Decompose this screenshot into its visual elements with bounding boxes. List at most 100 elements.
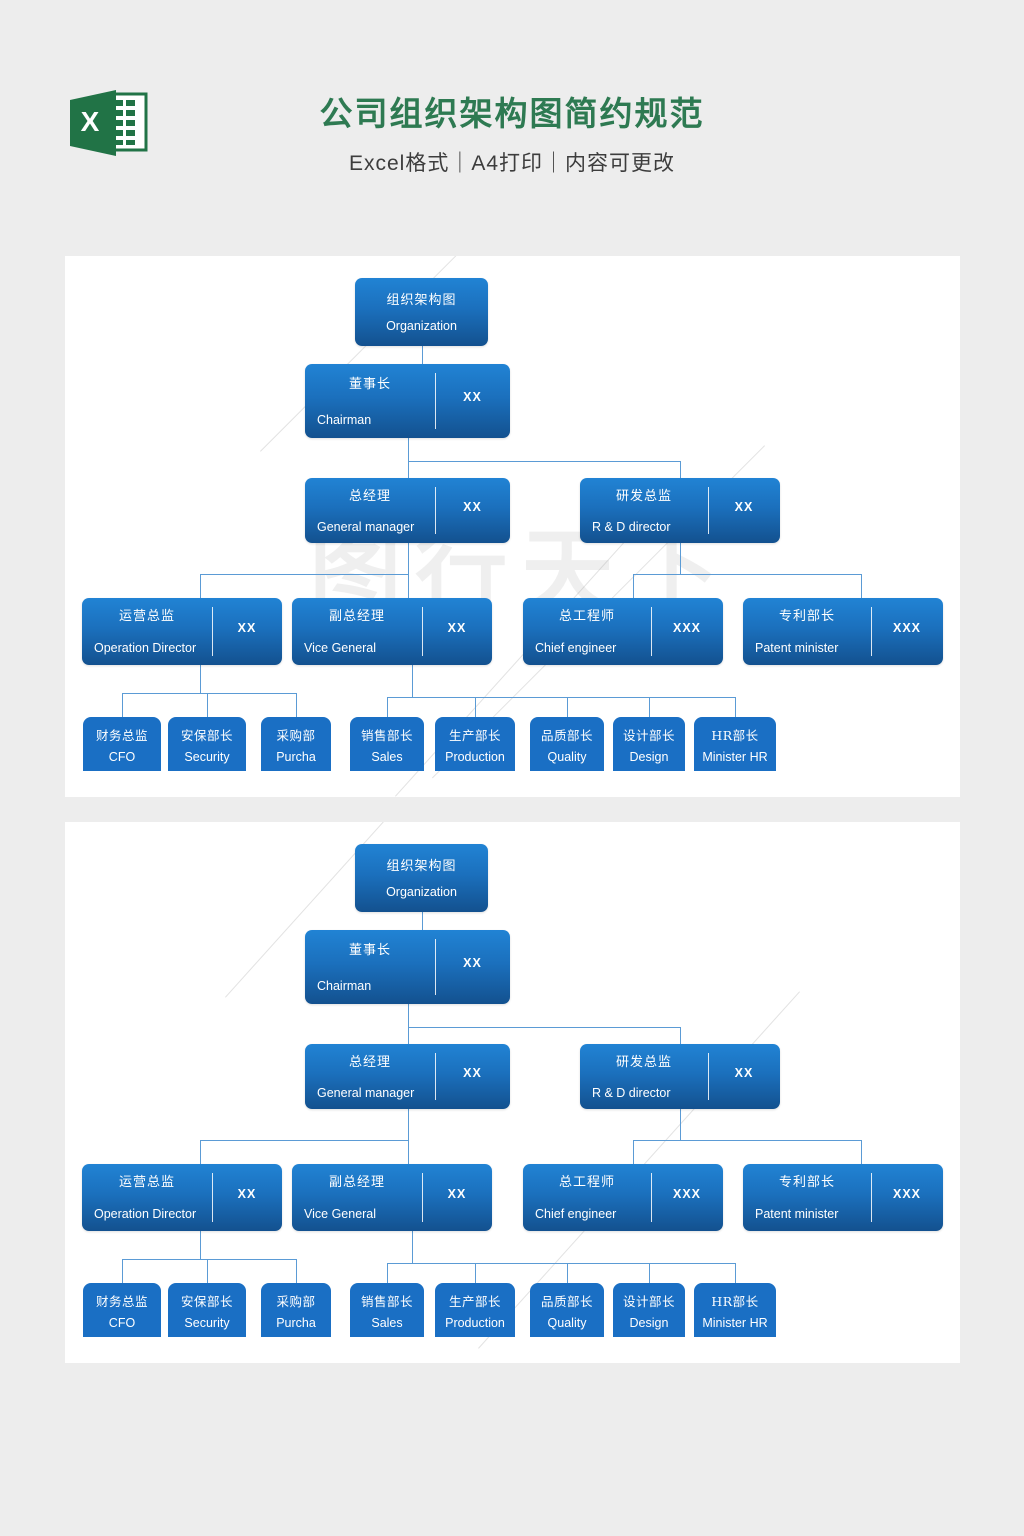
org-node-label-cn: 安保部长 [180, 727, 233, 743]
connector-line [649, 1263, 650, 1283]
org-node-label-en: Quality [547, 750, 587, 764]
org-node-label-cn: 品质部长 [540, 1293, 593, 1309]
connector-line [200, 574, 408, 575]
org-node-label-en: Security [184, 750, 230, 764]
org-node-label-cn: 财务总监 [95, 727, 148, 743]
connector-line [296, 693, 297, 717]
page-title: 公司组织架构图简约规范 [319, 95, 705, 132]
org-node-label-cn: 安保部长 [180, 1293, 233, 1309]
org-node-code: XX [447, 620, 467, 635]
org-node-label-en: Chief engineer [535, 1207, 617, 1222]
connector-line [408, 1027, 409, 1044]
org-node-design[interactable]: 设计部长 Design [613, 1283, 685, 1337]
connector-line [649, 697, 650, 717]
org-node-label-cn: 品质部长 [540, 727, 593, 743]
org-node-label-en: Operation Director [94, 1207, 197, 1222]
connector-line [633, 1140, 634, 1164]
connector-line [567, 1263, 568, 1283]
org-node-label-cn: 副总经理 [328, 1175, 385, 1191]
svg-text:X: X [81, 106, 100, 137]
org-node-label-en: Purcha [276, 1316, 316, 1330]
excel-file-icon: X [66, 86, 150, 164]
connector-line [422, 912, 423, 930]
connector-line [475, 697, 476, 717]
org-node-label-cn: 设计部长 [622, 1293, 675, 1309]
org-node-label-cn: 财务总监 [95, 1293, 148, 1309]
connector-line [387, 697, 388, 717]
org-node-label-en: Organization [386, 884, 457, 899]
org-node-security[interactable]: 安保部长 Security [168, 717, 246, 771]
org-node-label-cn: 采购部 [276, 727, 316, 743]
column-divider [651, 607, 652, 656]
connector-line [861, 574, 862, 598]
org-node-label-cn: 组织架构图 [386, 292, 457, 308]
org-node-code: XX [447, 1186, 467, 1201]
column-divider [212, 607, 213, 656]
connector-line [408, 438, 409, 461]
org-node-label-cn: 总工程师 [558, 609, 615, 625]
org-node-quality[interactable]: 品质部长 Quality [530, 717, 604, 771]
org-node-label-cn: 生产部长 [448, 727, 501, 743]
column-divider [708, 1053, 709, 1100]
org-node-code: XX [734, 1065, 754, 1080]
column-divider [651, 1173, 652, 1222]
org-node-security[interactable]: 安保部长 Security [168, 1283, 246, 1337]
org-node-code: XXX [672, 1186, 701, 1201]
connector-line [680, 1027, 681, 1044]
connector-line [680, 461, 681, 478]
org-node-label-cn: 研发总监 [615, 1054, 672, 1070]
org-node-label-en: Design [629, 1316, 669, 1330]
org-node-code: XX [463, 499, 482, 514]
connector-line [567, 697, 568, 717]
connector-line [122, 693, 296, 694]
org-node-label-en: Security [184, 1316, 230, 1330]
connector-line [122, 1259, 296, 1260]
column-divider [871, 607, 872, 656]
org-node-label-en: CFO [108, 750, 136, 764]
org-node-label-en: Minister HR [702, 750, 768, 764]
org-node-code: XX [463, 1065, 482, 1080]
org-node-label-en: General manager [317, 1085, 415, 1100]
org-node-code: XX [237, 1186, 257, 1201]
connector-line [633, 1140, 861, 1141]
connector-line [408, 1004, 409, 1027]
org-node-label-en: Chairman [317, 978, 372, 993]
org-node-label-cn: 董事长 [348, 377, 391, 392]
org-node-label-en: General manager [317, 519, 415, 534]
connector-line [387, 697, 735, 698]
connector-line [680, 543, 681, 574]
org-node-label-en: Patent minister [755, 641, 839, 656]
org-node-label-en: Production [445, 1316, 505, 1330]
connector-line [412, 665, 413, 697]
org-node-cfo[interactable]: 财务总监 CFO [83, 717, 161, 771]
org-chart-panel-2: 图行天下 组织架构图Organization董事长ChairmanXX总经理Ge… [65, 822, 960, 1363]
column-divider [435, 373, 436, 429]
